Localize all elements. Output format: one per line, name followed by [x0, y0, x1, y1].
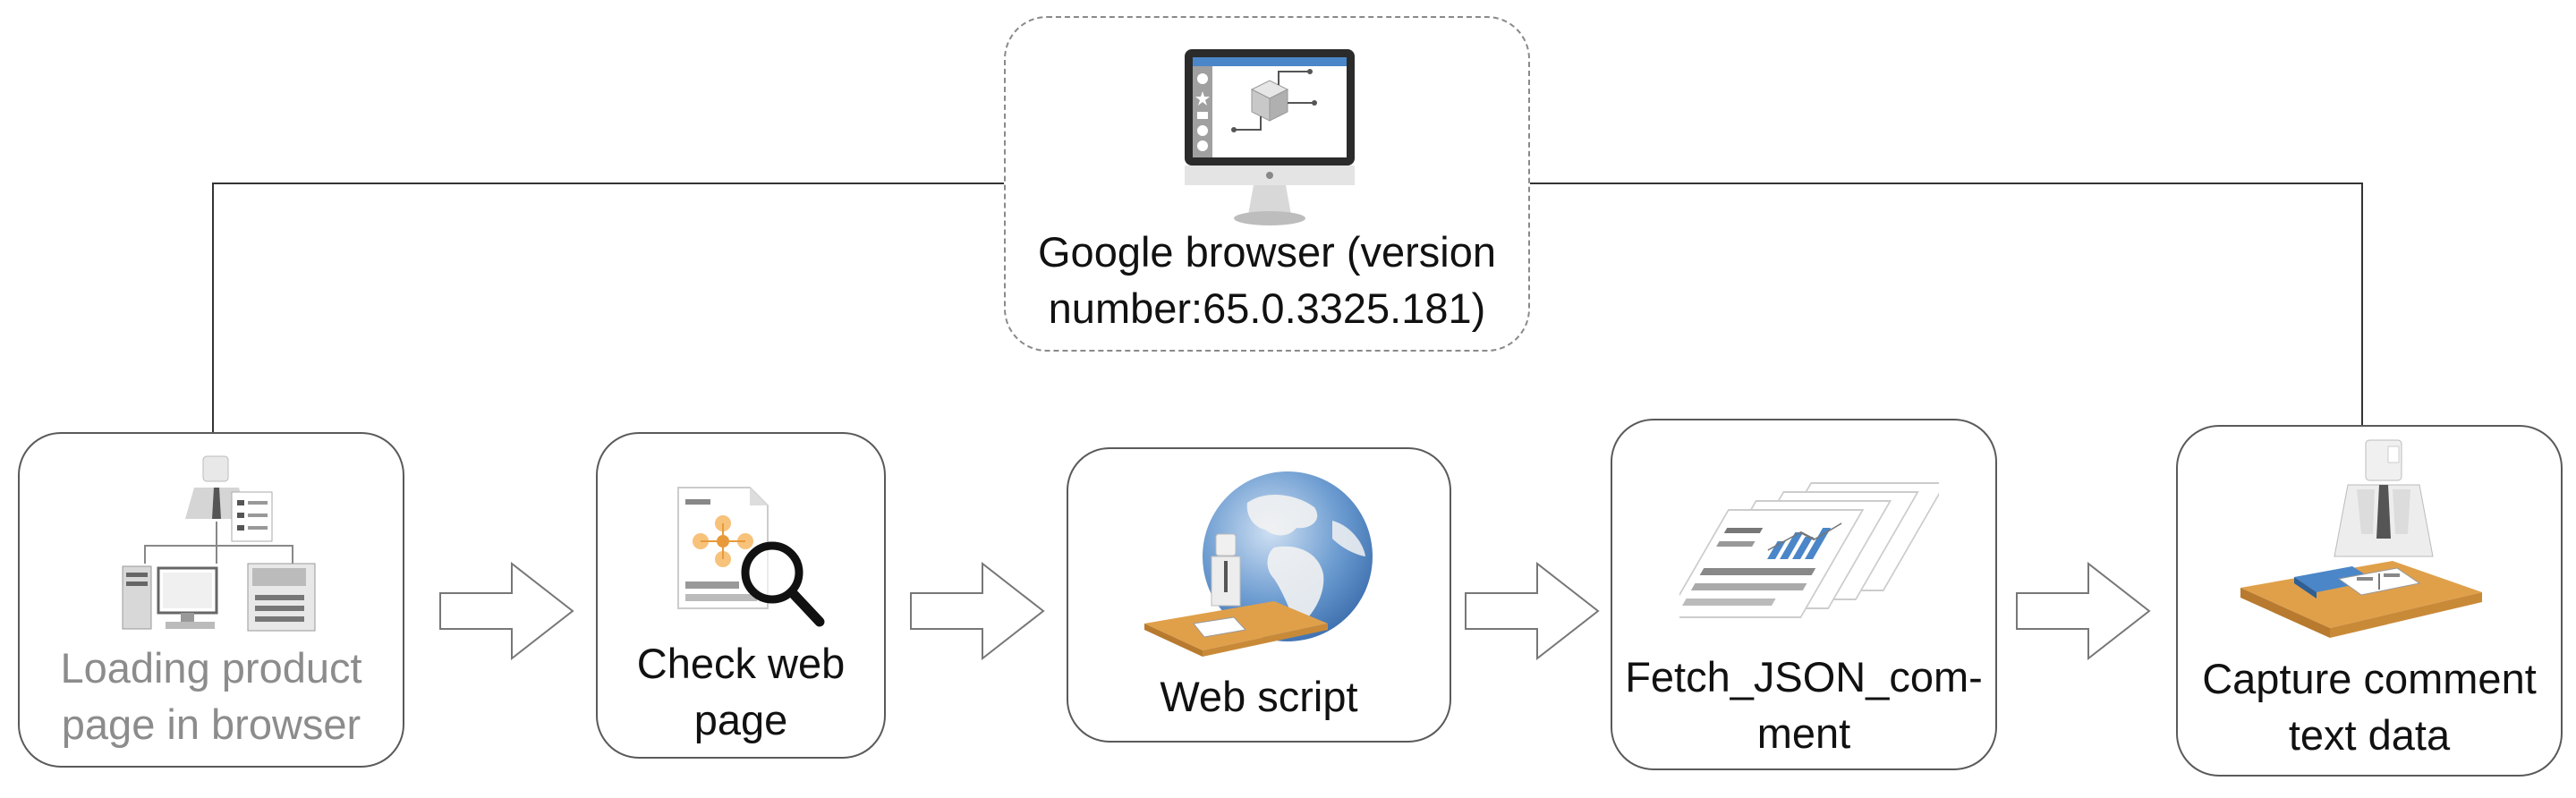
- step-2-label: Check web page: [636, 640, 846, 744]
- step-5-label: Capture comment text data: [2202, 655, 2537, 760]
- person-desk-icon: [2232, 436, 2491, 655]
- step-capture-comment-text: Capture comment text data: [2176, 425, 2563, 777]
- arrow-3: [1465, 562, 1600, 660]
- webpage-magnifier-icon: [669, 483, 830, 635]
- globe-desk-icon: [1140, 467, 1382, 668]
- browser-label: Google browser (version number:65.0.3325…: [1038, 228, 1496, 333]
- step-loading-product-page: Loading product page in browser: [18, 432, 404, 768]
- arrow-2: [910, 562, 1045, 660]
- computer-monitor-icon: [1180, 45, 1359, 237]
- documents-chart-icon: [1664, 470, 1947, 631]
- network-devices-icon: [114, 452, 328, 640]
- step-check-web-page: Check web page: [596, 432, 886, 759]
- browser-node: Google browser (version number:65.0.3325…: [1004, 16, 1530, 352]
- arrow-4: [2016, 562, 2151, 660]
- step-1-label: Loading product page in browser: [60, 644, 362, 749]
- step-4-label: Fetch_JSON_com- ment: [1625, 653, 1983, 758]
- step-fetch-json-comment: Fetch_JSON_com- ment: [1611, 419, 1997, 770]
- arrow-1: [439, 562, 574, 660]
- step-web-script: Web script: [1067, 447, 1451, 743]
- step-3-label: Web script: [1160, 673, 1358, 720]
